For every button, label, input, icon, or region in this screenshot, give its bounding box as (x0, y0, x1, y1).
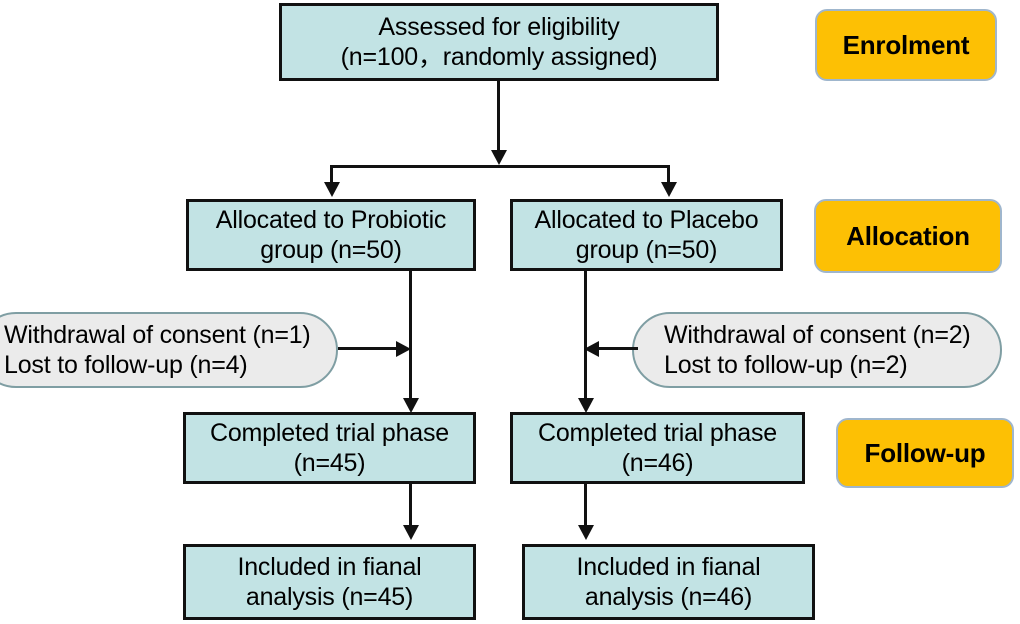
arrowhead-attrition-probiotic (396, 341, 411, 357)
connector-probiotic-trunk (409, 271, 412, 406)
stage-badge-follow-up: Follow-up (836, 418, 1014, 488)
arrowhead-to-probiotic (324, 182, 340, 197)
node-completed-probiotic: Completed trial phase (n=45) (183, 412, 476, 484)
arrowhead-to-analysis-probiotic (403, 525, 419, 540)
connector-split-left-drop (330, 165, 333, 184)
arrowhead-to-analysis-placebo (578, 525, 594, 540)
connector-placebo-trunk (584, 271, 587, 406)
stage-badge-allocation: Allocation (814, 199, 1002, 273)
connector-split-right-drop (667, 165, 670, 184)
node-assessed-for-eligibility: Assessed for eligibility (n=100，randomly… (279, 3, 719, 81)
connector-attrition-placebo (598, 347, 638, 350)
arrowhead-randomization (491, 150, 507, 165)
node-analysis-placebo: Included in fianal analysis (n=46) (522, 544, 815, 620)
connector-attrition-probiotic (338, 347, 396, 350)
connector-analysis-probiotic (409, 484, 412, 528)
arrowhead-to-placebo (661, 182, 677, 197)
stage-badge-enrolment: Enrolment (815, 9, 997, 81)
node-attrition-placebo: Withdrawal of consent (n=2) Lost to foll… (632, 312, 1002, 388)
node-analysis-probiotic: Included in fianal analysis (n=45) (183, 544, 476, 620)
node-completed-placebo: Completed trial phase (n=46) (510, 412, 805, 484)
arrowhead-attrition-placebo (584, 341, 599, 357)
connector-enrollment-down (497, 81, 500, 151)
node-attrition-probiotic: Withdrawal of consent (n=1) Lost to foll… (0, 312, 338, 388)
connector-split-bar (330, 165, 670, 168)
arrowhead-to-completed-placebo (578, 398, 594, 413)
node-allocated-placebo: Allocated to Placebo group (n=50) (510, 199, 783, 271)
connector-analysis-placebo (584, 484, 587, 528)
arrowhead-to-completed-probiotic (403, 398, 419, 413)
node-allocated-probiotic: Allocated to Probiotic group (n=50) (186, 199, 476, 271)
